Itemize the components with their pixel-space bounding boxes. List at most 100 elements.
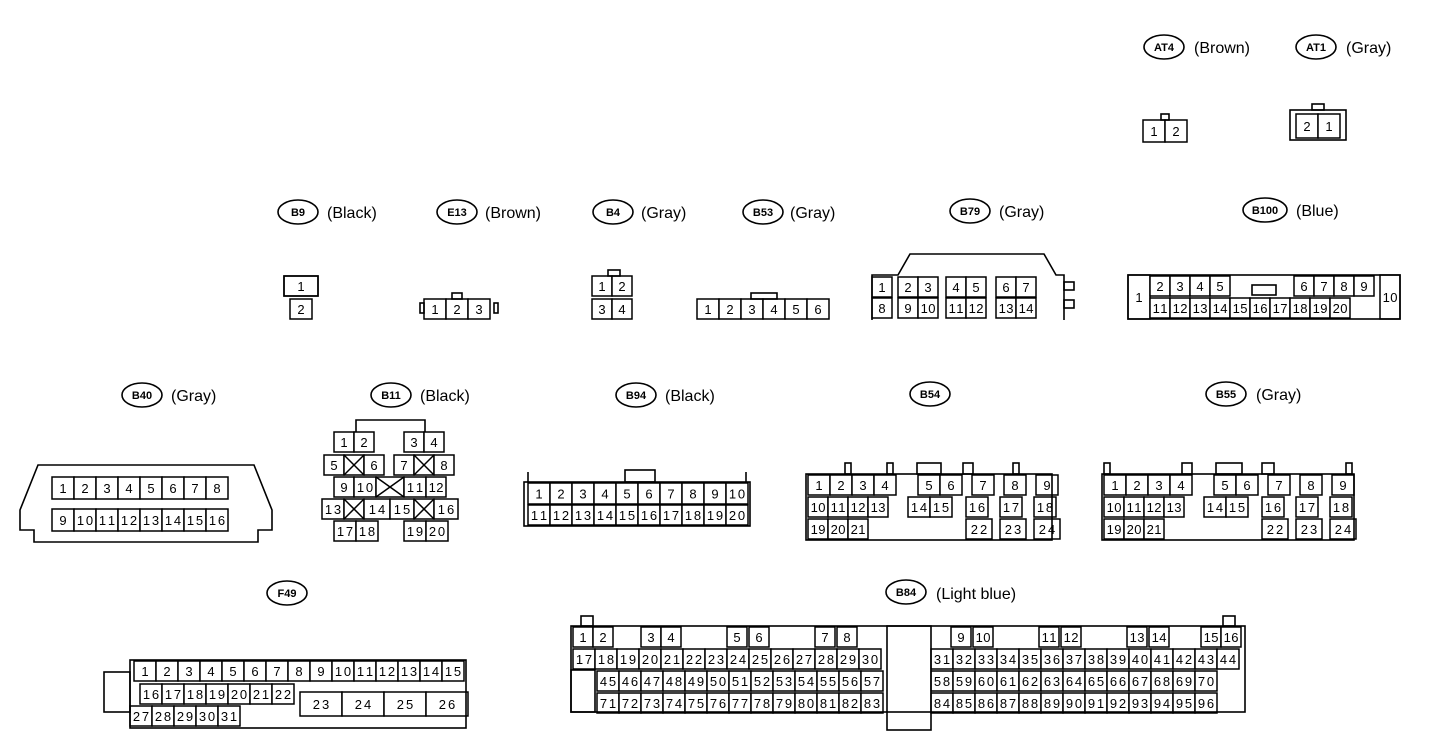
pin-B84-52: 52	[750, 670, 774, 692]
pin-B9-1: 1	[283, 275, 319, 297]
pin-label: 18	[685, 508, 701, 523]
pin-B84-94: 94	[1150, 692, 1174, 714]
pin-B84-10: 10	[972, 626, 994, 648]
pin-label: 20	[642, 652, 658, 667]
label-E13: E13 (Brown)	[436, 199, 541, 225]
pin-B84-91: 91	[1084, 692, 1108, 714]
pin-B100-6: 6	[1293, 275, 1315, 297]
pin-B55-23: 23	[1295, 518, 1323, 540]
pin-B11-1: 1	[333, 431, 355, 453]
pin-B40-13: 13	[139, 508, 163, 532]
pin-B54-6: 6	[939, 474, 963, 496]
pin-label: 28	[155, 709, 171, 724]
pin-B11-null	[343, 498, 365, 520]
pin-label: 6	[645, 487, 652, 502]
pin-label: 5	[1216, 279, 1223, 294]
pin-label: 6	[251, 664, 258, 679]
pin-B79-7: 7	[1015, 276, 1037, 298]
pin-label: 80	[798, 696, 814, 711]
pin-B84-81: 81	[816, 692, 840, 714]
pin-label: 17	[1299, 500, 1315, 515]
pin-label: 8	[295, 664, 302, 679]
color-B11: (Black)	[420, 388, 470, 405]
pin-B84-53: 53	[772, 670, 796, 692]
pin-label: 7	[1275, 478, 1282, 493]
color-B100: (Blue)	[1296, 203, 1339, 220]
pin-B84-92: 92	[1106, 692, 1130, 714]
pin-F49-1: 1	[133, 660, 157, 682]
pin-B4-1: 1	[591, 275, 613, 297]
badge-E13: E13	[447, 207, 467, 219]
pin-B84-86: 86	[974, 692, 998, 714]
pin-label: 70	[1198, 674, 1214, 689]
pin-B55-9: 9	[1331, 474, 1355, 496]
label-B84: B84 (Light blue)	[885, 579, 1016, 605]
pin-label: 12	[1147, 500, 1162, 515]
pin-F49-10: 10	[331, 660, 355, 682]
pin-B11-2: 2	[353, 431, 375, 453]
pin-label: 2	[837, 478, 844, 493]
pin-label: 34	[1000, 652, 1016, 667]
pin-label: 6	[1002, 280, 1009, 295]
pin-B94-5: 5	[615, 482, 639, 505]
label-B100: B100 (Blue)	[1242, 197, 1339, 223]
pin-B84-21: 21	[660, 648, 684, 670]
pin-B100-20: 20	[1329, 297, 1351, 319]
color-B9: (Black)	[327, 205, 377, 222]
pin-label: 11	[407, 480, 423, 495]
pin-label: 63	[1044, 674, 1060, 689]
pin-label: 75	[688, 696, 704, 711]
pin-label: 19	[1107, 522, 1122, 537]
pin-B54-12: 12	[847, 496, 869, 518]
pin-label: 46	[622, 674, 638, 689]
pin-B54-22: 22	[965, 518, 993, 540]
pin-label: 18	[1037, 500, 1053, 515]
pin-B55-11: 11	[1123, 496, 1145, 518]
pin-B84-55: 55	[816, 670, 840, 692]
pin-B84-26: 26	[770, 648, 794, 670]
pin-label: 16	[969, 500, 985, 515]
pin-B84-39: 39	[1106, 648, 1130, 670]
label-B11: B11 (Black)	[370, 382, 470, 408]
pin-label: 3	[598, 302, 605, 317]
pin-label: 10	[357, 480, 373, 495]
pin-label: 10	[729, 487, 745, 502]
pin-label: 6	[947, 478, 954, 493]
pin-label: 1	[598, 279, 605, 294]
pin-B54-14: 14	[907, 496, 931, 518]
pin-label: 10	[1383, 290, 1398, 305]
pin-B94-1: 1	[527, 482, 551, 505]
pin-B11-8: 8	[433, 454, 455, 476]
pin-B100-3: 3	[1169, 275, 1191, 297]
badge-B4: B4	[606, 207, 621, 219]
pin-label: 51	[732, 674, 748, 689]
pin-B11-20: 20	[425, 520, 449, 542]
pin-B84-7: 7	[814, 626, 836, 648]
pin-B84-56: 56	[838, 670, 862, 692]
pin-label: 67	[1132, 674, 1148, 689]
pin-label: 20	[1127, 522, 1142, 537]
pin-B84-4: 4	[660, 626, 682, 648]
pin-label: 65	[1088, 674, 1104, 689]
pin-B84-27: 27	[792, 648, 816, 670]
pin-B94-4: 4	[593, 482, 617, 505]
pin-B94-3: 3	[571, 482, 595, 505]
pin-B84-38: 38	[1084, 648, 1108, 670]
pin-B94-20: 20	[725, 504, 749, 526]
pin-B84-76: 76	[706, 692, 730, 714]
pin-label: 58	[934, 674, 950, 689]
pin-B84-44: 44	[1216, 648, 1240, 670]
pin-label: 13	[1130, 630, 1145, 645]
pin-label: 18	[359, 524, 375, 539]
pin-B11-13: 13	[321, 498, 345, 520]
pin-B53-6: 6	[806, 298, 830, 320]
pin-label: 30	[862, 652, 878, 667]
badge-F49: F49	[278, 588, 297, 600]
pin-label: 4	[207, 664, 214, 679]
color-B55: (Gray)	[1256, 387, 1301, 404]
pin-B40-5: 5	[139, 476, 163, 500]
pin-label: 61	[1000, 674, 1016, 689]
pin-label: 59	[956, 674, 972, 689]
pin-label: 23	[708, 652, 724, 667]
